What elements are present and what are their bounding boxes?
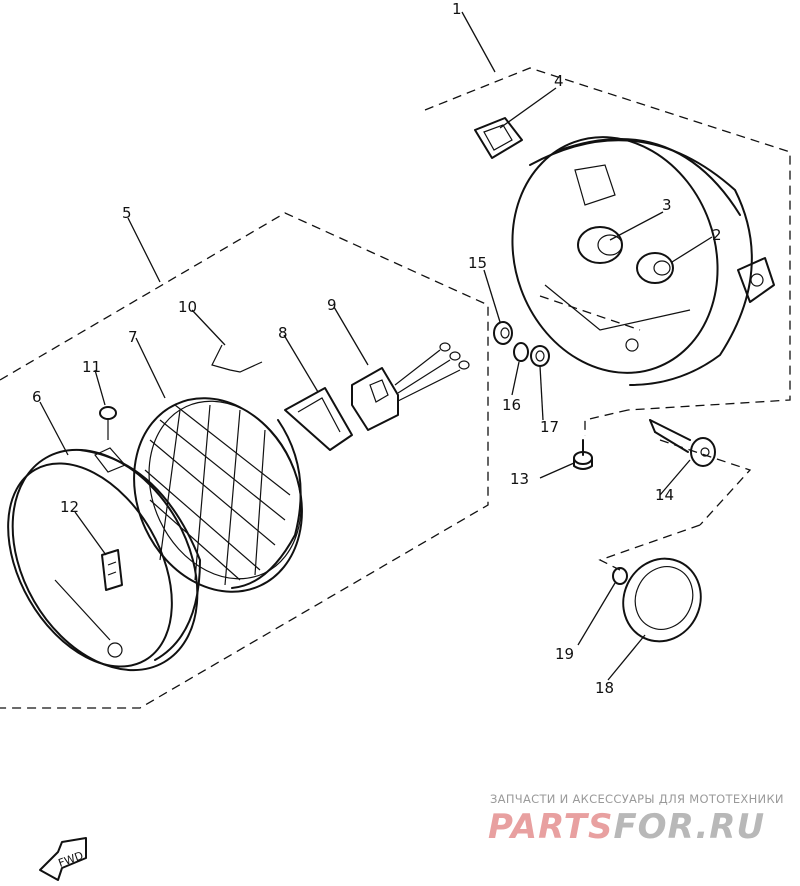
reflector-washer — [612, 567, 628, 585]
headlight-lens — [133, 397, 303, 593]
damper — [636, 252, 674, 284]
spring — [211, 344, 263, 373]
bolt — [649, 419, 716, 467]
nut — [573, 439, 593, 470]
callout-13: 13 — [510, 470, 529, 488]
collar — [493, 321, 513, 345]
side-mount — [737, 257, 775, 303]
washer-17 — [530, 345, 550, 367]
washer-16 — [513, 342, 529, 362]
fwd-label: FWD — [57, 849, 86, 870]
group-1-boundary — [424, 67, 791, 436]
watermark-tagline: ЗАПЧАСТИ И АКСЕССУАРЫ ДЛЯ МОТОТЕХНИКИ — [490, 792, 784, 806]
callout-5: 5 — [122, 204, 132, 222]
callout-11: 11 — [82, 358, 101, 376]
headlight-rim — [7, 447, 201, 672]
callout-4: 4 — [554, 72, 564, 90]
callout-8: 8 — [278, 324, 288, 342]
rim-screw — [99, 406, 117, 440]
reflector — [622, 557, 702, 643]
callout-9: 9 — [327, 296, 337, 314]
callout-14: 14 — [655, 486, 674, 504]
callout-3: 3 — [662, 196, 672, 214]
callout-18: 18 — [595, 679, 614, 697]
callout-16: 16 — [502, 396, 521, 414]
watermark-logo: PARTSFOR.RU — [488, 807, 765, 847]
group-18-boundary — [598, 524, 701, 571]
fwd-arrow: FWD — [39, 837, 87, 881]
callout-6: 6 — [32, 388, 42, 406]
callout-19: 19 — [555, 645, 574, 663]
watermark: ЗАПЧАСТИ И АКСЕССУАРЫ ДЛЯ МОТОТЕХНИКИ PA… — [488, 792, 784, 847]
callout-12: 12 — [60, 498, 79, 516]
watermark-logo-part2: FOR.RU — [613, 807, 765, 847]
bulb-socket — [351, 342, 470, 431]
callout-10: 10 — [178, 298, 197, 316]
grommet — [474, 117, 523, 159]
group-14-boundary — [659, 439, 752, 526]
callout-2: 2 — [712, 226, 722, 244]
headlight-body — [511, 136, 753, 386]
watermark-logo-part1: PARTS — [488, 807, 613, 847]
callout-15: 15 — [468, 254, 487, 272]
bulb-cover — [284, 387, 353, 451]
callout-1: 1 — [452, 0, 462, 18]
callout-7: 7 — [128, 328, 138, 346]
adjusting-clip — [101, 549, 123, 591]
callout-17: 17 — [540, 418, 559, 436]
callout-numbers: 1 2 3 4 5 6 7 8 9 10 11 12 13 14 15 16 1… — [32, 0, 722, 697]
group-5-boundary — [0, 212, 489, 709]
wire-grommet — [577, 226, 623, 264]
leader-lines — [39, 11, 713, 681]
